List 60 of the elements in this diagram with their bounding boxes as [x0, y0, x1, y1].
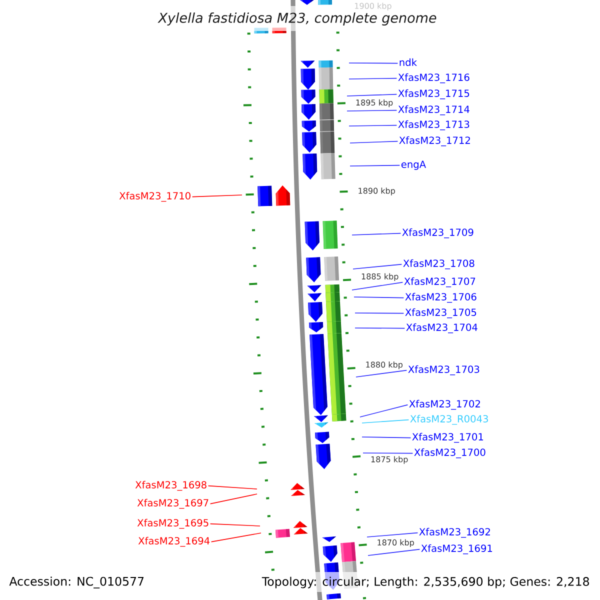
- gene-label: XfasM23_1713: [398, 120, 470, 130]
- tick-label: 1900 kbp: [355, 2, 392, 10]
- leader-line: [354, 328, 406, 329]
- leader-line: [350, 140, 398, 144]
- leader-line: [360, 404, 408, 418]
- gene-label: XfasM23_1702: [409, 400, 480, 410]
- leader-line: [368, 548, 420, 556]
- leader-line: [350, 164, 400, 166]
- gene-label: XfasM23_1703: [408, 365, 480, 376]
- tick-label: 1870 kbp: [378, 539, 414, 548]
- gene-label: XfasM23_1695: [137, 518, 208, 529]
- leader-line: [348, 124, 398, 126]
- gene-label: XfasM23_1701: [412, 432, 484, 443]
- gene-label: XfasM23_1697: [137, 498, 208, 509]
- gene-label: XfasM23_R0043: [410, 414, 488, 425]
- gene-label: XfasM23_1709: [402, 228, 474, 238]
- leader-line: [348, 78, 398, 80]
- leader-line: [352, 264, 402, 270]
- gene-label: XfasM23_1708: [403, 259, 474, 270]
- gene-label: XfasM23_1710: [119, 192, 190, 202]
- leader-line: [362, 419, 410, 424]
- leader-line: [356, 370, 408, 378]
- gene-label: XfasM23_1714: [398, 105, 470, 116]
- gene-label: ndk: [400, 58, 417, 66]
- tick-label: 1890 kbp: [358, 188, 395, 196]
- gene-label: XfasM23_1715: [398, 89, 470, 100]
- tick-label: 1885 kbp: [362, 273, 398, 281]
- leader-line: [346, 110, 398, 112]
- gene-label: XfasM23_1694: [138, 536, 210, 547]
- gene-label: XfasM23_1700: [414, 448, 486, 458]
- gene-label: XfasM23_1706: [405, 292, 476, 303]
- leader-line: [210, 523, 260, 526]
- tick-label: 1895 kbp: [356, 99, 393, 108]
- leader-line: [354, 312, 404, 314]
- footer-text: Topology: circular; Length: 2,535,690 bp; Genes: 2,218: [262, 576, 589, 588]
- gene-label: XfasM23_1704: [406, 323, 478, 334]
- gene-label: engA: [401, 160, 426, 170]
- footer-text: Accession: NC_010577: [9, 576, 144, 588]
- gene-label: XfasM23_1698: [135, 480, 206, 491]
- gene-label: XfasM23_1705: [405, 308, 476, 318]
- gene-label: XfasM23_1691: [421, 544, 492, 554]
- leader-line: [346, 94, 398, 96]
- title: Xylella fastidiosa M23, complete genome: [158, 12, 436, 26]
- leader-line: [362, 452, 414, 454]
- gene-label: XfasM23_1716: [398, 73, 470, 84]
- leader-line: [362, 436, 412, 438]
- gene-label: XfasM23_1707: [404, 277, 476, 288]
- leader-line: [352, 232, 402, 236]
- gene-label: XfasM23_1692: [419, 528, 490, 538]
- leader-line: [354, 296, 404, 298]
- leader-line: [352, 282, 404, 290]
- leader-line: [366, 532, 418, 538]
- leader-line: [192, 194, 242, 198]
- leader-line: [348, 62, 398, 64]
- tick-label: 1875 kbp: [371, 456, 408, 464]
- leader-line: [210, 532, 262, 542]
- gene-label: XfasM23_1712: [399, 136, 470, 146]
- leader-line: [208, 485, 258, 490]
- leader-line: [210, 494, 258, 504]
- tick-label: 1880 kbp: [366, 361, 403, 370]
